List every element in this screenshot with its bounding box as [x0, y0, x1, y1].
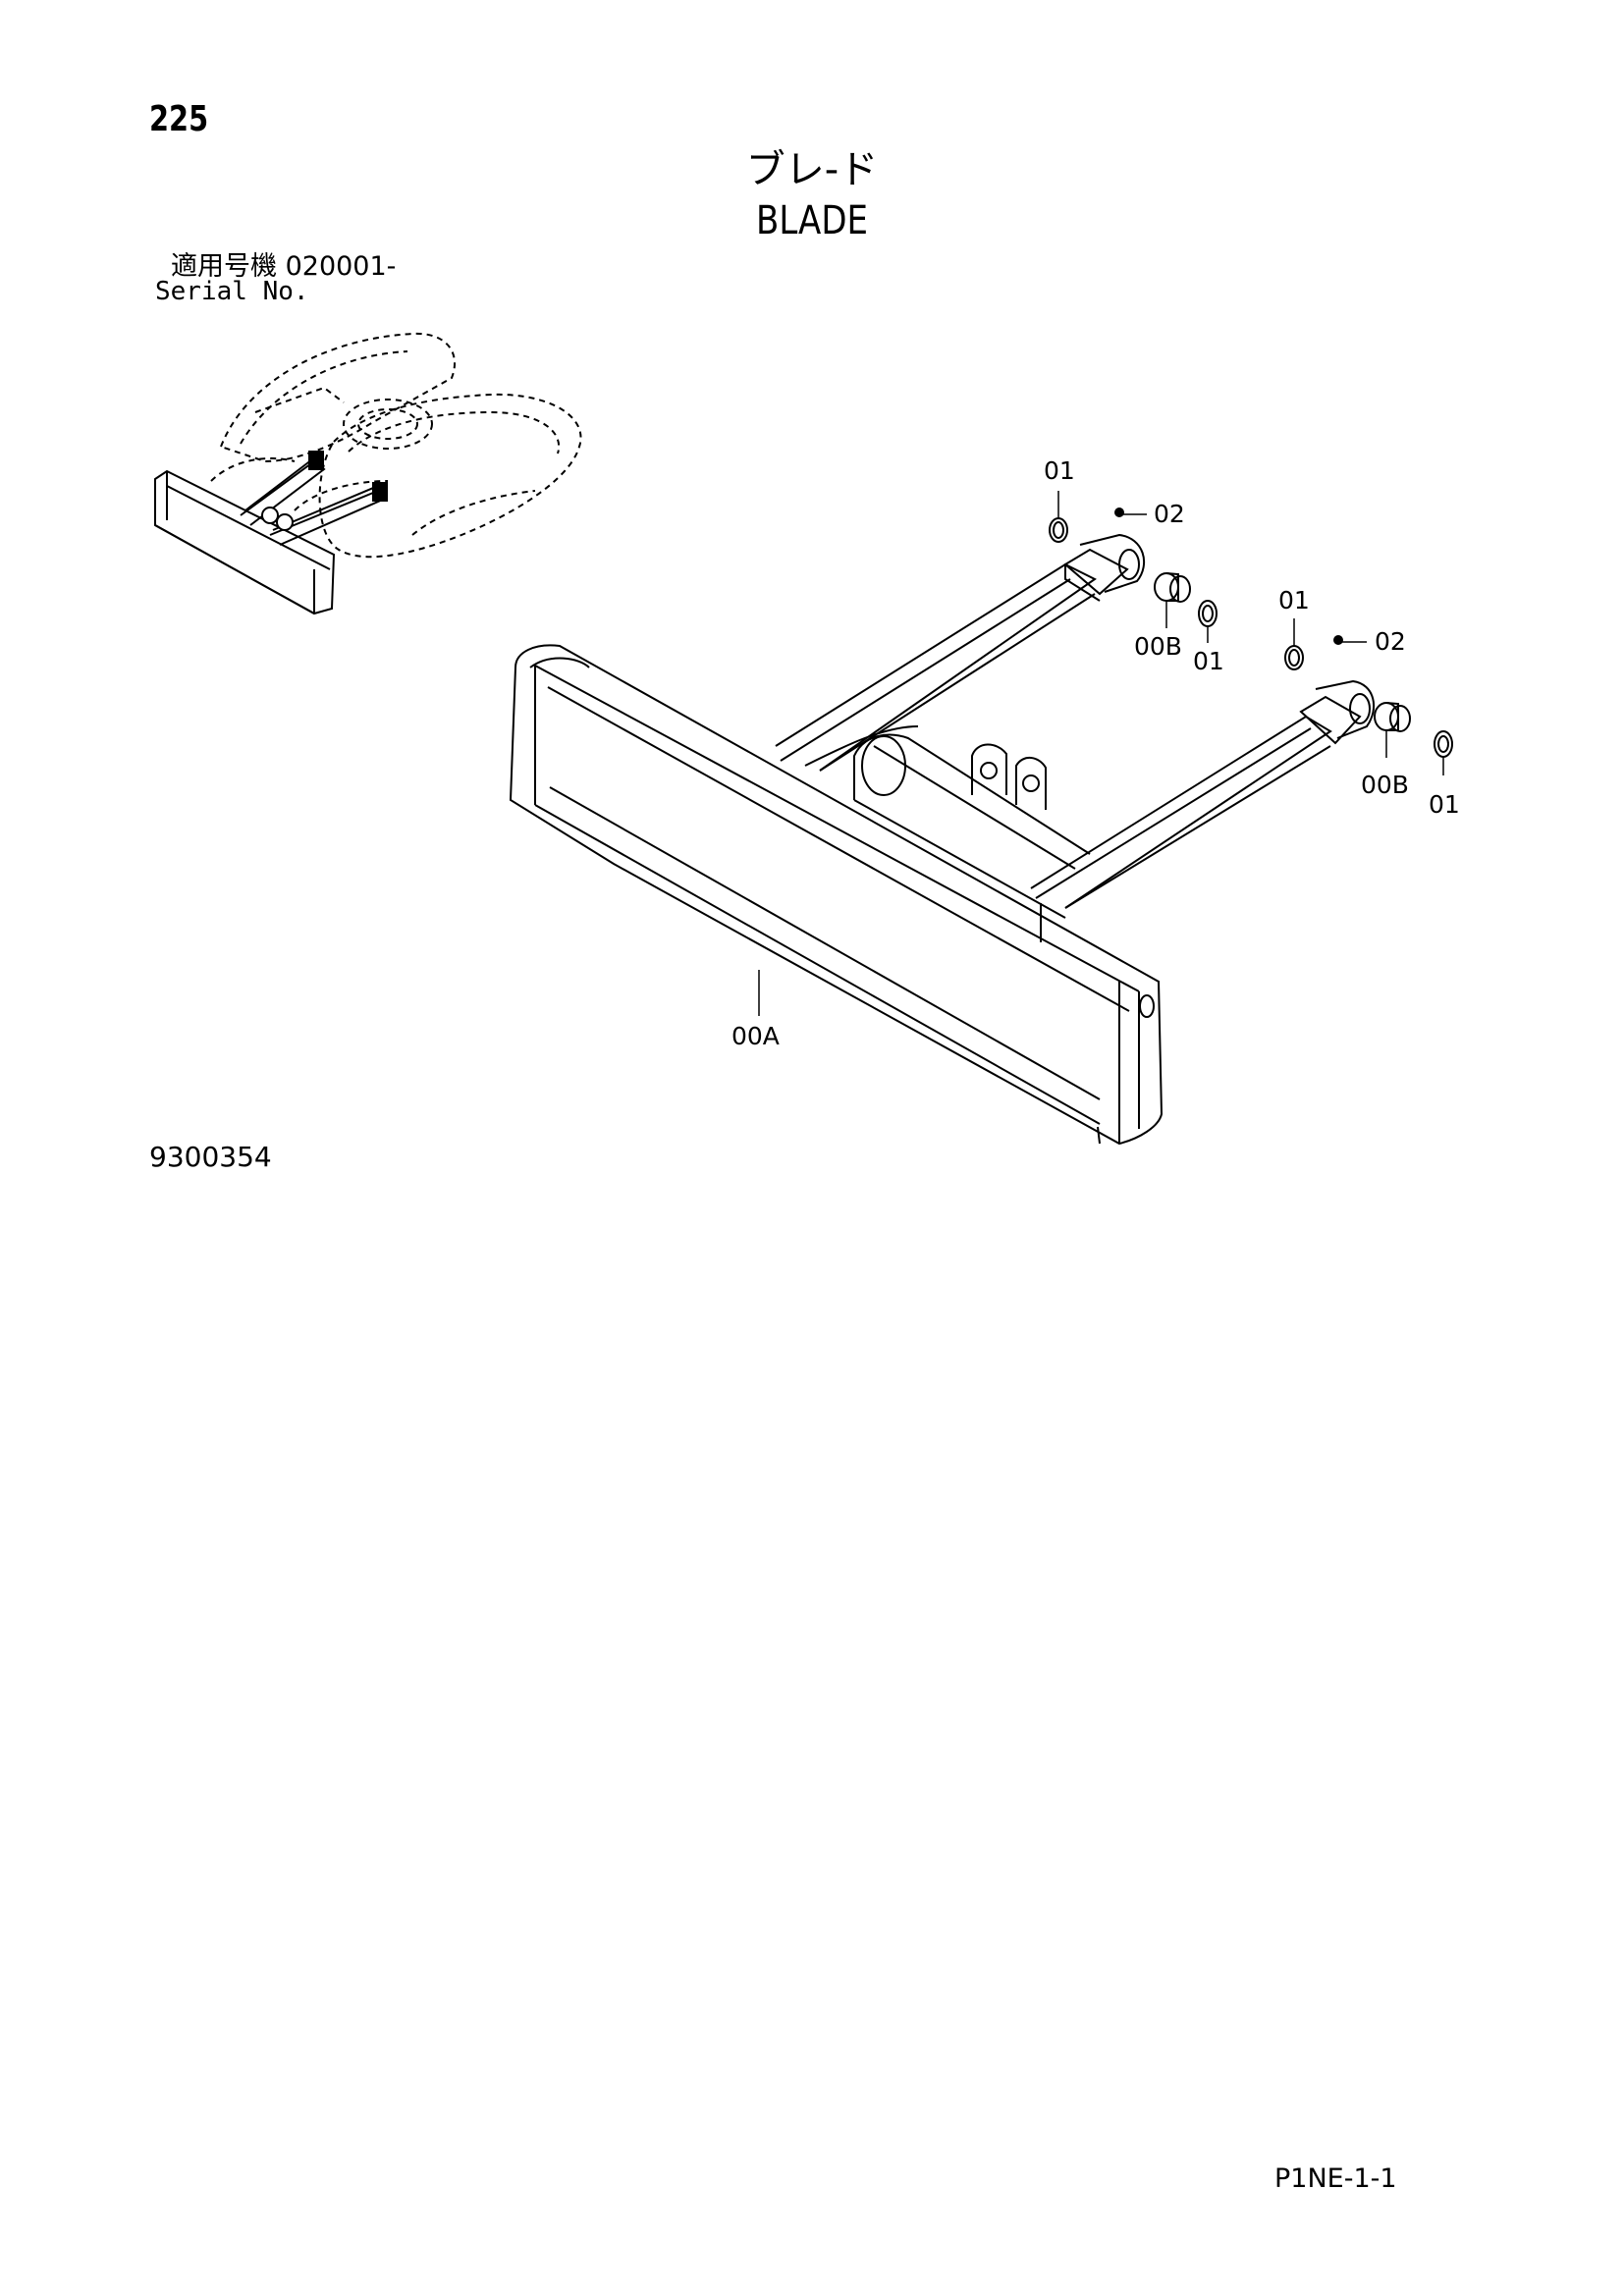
part-label-01: 01	[1193, 647, 1224, 675]
part-label-00b: 00B	[1361, 771, 1409, 799]
page-title-japanese: ブレ-ド	[745, 147, 879, 192]
main-blade-drawing	[509, 533, 1376, 1146]
part-label-01: 01	[1429, 790, 1460, 819]
drawing-number: 9300354	[149, 1141, 272, 1173]
part-label-01: 01	[1044, 456, 1075, 485]
part-label-02: 02	[1375, 627, 1406, 656]
leader-lines	[758, 491, 1444, 1016]
page-number: 225	[149, 99, 209, 139]
part-label-01: 01	[1278, 586, 1310, 614]
part-label-00b: 00B	[1134, 632, 1182, 661]
serial-applicability-japanese: 適用号機 020001-	[171, 251, 397, 282]
serial-applicability-english: Serial No.	[155, 277, 309, 306]
part-label-00a: 00A	[731, 1022, 780, 1050]
part-label-02: 02	[1154, 500, 1185, 528]
page-title-english: BLADE	[756, 198, 868, 243]
machine-overview-inset	[154, 332, 582, 615]
page-code: P1NE-1-1	[1274, 2163, 1397, 2194]
part-labels: 01 02 00B 01 01 02 00B 01 00A	[731, 456, 1460, 1050]
